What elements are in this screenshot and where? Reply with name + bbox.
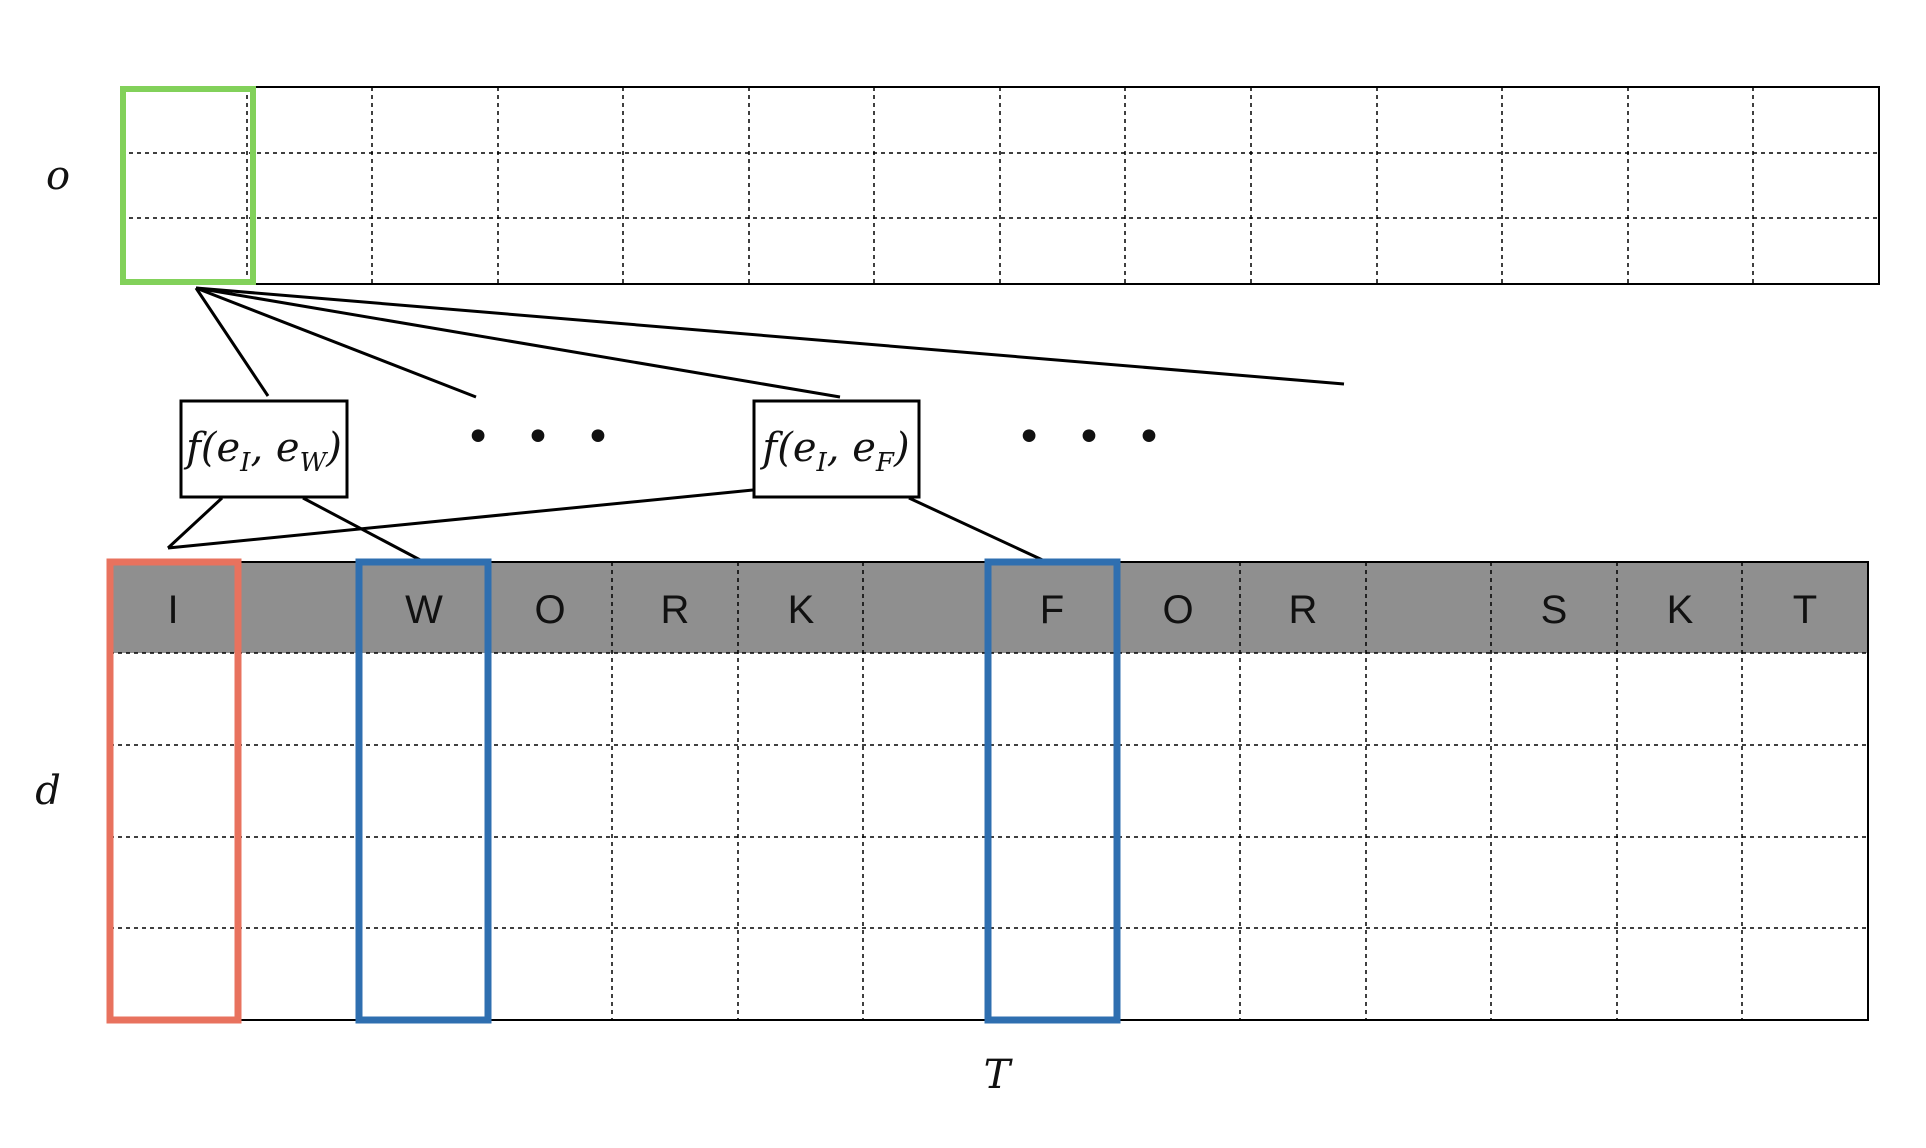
- output-grid: [120, 86, 1880, 285]
- token-label: K: [788, 588, 815, 632]
- token-labels: I W O R K F O R S K T: [167, 588, 1817, 632]
- function-box-iw-border: [179, 399, 349, 499]
- connector-lines: [166, 286, 1345, 565]
- token-label: O: [534, 588, 565, 632]
- token-grid: I W O R K F O R S K T: [106, 558, 1869, 1024]
- query-highlight-box: [106, 558, 242, 1024]
- function-if-label: f(eI, eF): [759, 425, 909, 478]
- token-label: I: [167, 588, 178, 632]
- function-box-if-border: [752, 399, 921, 499]
- function-box-iw: f(eI, eW): [179, 399, 349, 499]
- output-highlight-box: [120, 86, 256, 285]
- function-box-if: f(eI, eF): [752, 399, 921, 499]
- output-axis-label: o: [46, 153, 70, 199]
- depth-axis-label: d: [35, 768, 61, 814]
- output-grid-dotted-lines: [121, 87, 1879, 284]
- token-grid-dotted-lines: [110, 562, 1868, 1020]
- ellipsis-2: • • •: [1016, 412, 1172, 463]
- token-label: K: [1667, 588, 1694, 632]
- function-iw-label: f(eI, eW): [183, 425, 342, 478]
- time-axis-label: T: [984, 1052, 1014, 1098]
- token-label: O: [1162, 588, 1193, 632]
- key-highlight-box-w: [355, 558, 492, 1024]
- ellipsis-1: • • •: [465, 412, 621, 463]
- token-label: R: [1289, 588, 1318, 632]
- token-label: S: [1541, 588, 1568, 632]
- key-highlight-box-f: [984, 558, 1121, 1024]
- token-label: T: [1793, 588, 1817, 632]
- token-label: R: [661, 588, 690, 632]
- token-label: F: [1040, 588, 1064, 632]
- token-label: W: [405, 588, 443, 632]
